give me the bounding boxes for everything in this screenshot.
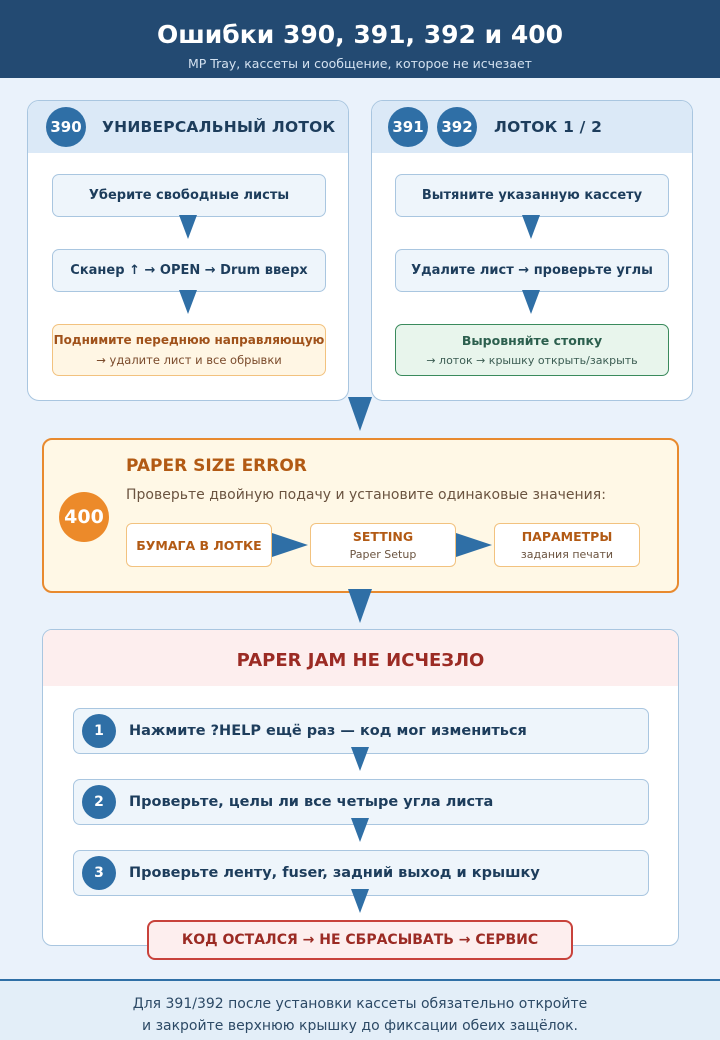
panel-header-391-392: 391 392 ЛОТОК 1 / 2 <box>372 101 692 153</box>
error-400-description: Проверьте двойную подачу и установите од… <box>126 487 606 503</box>
arrow-right-icon <box>456 533 492 557</box>
panel-paper-jam: PAPER JAM НЕ ИСЧЕЗЛО 1 Нажмите ?HELP ещё… <box>42 629 679 946</box>
step-number-2: 2 <box>82 785 116 819</box>
step-remove-sheet-check-corners: Удалите лист → проверьте углы <box>395 249 669 292</box>
arrow-down-icon <box>351 747 369 771</box>
paper-jam-header: PAPER JAM НЕ ИСЧЕЗЛО <box>43 630 678 686</box>
panel-error-400: 400 PAPER SIZE ERROR Проверьте двойную п… <box>42 438 679 593</box>
step-scanner-open-drum: Сканер ↑ → OPEN → Drum вверх <box>52 249 326 292</box>
paper-jam-title: PAPER JAM НЕ ИСЧЕЗЛО <box>236 650 485 671</box>
jam-step-2-text: Проверьте, целы ли все четыре угла листа <box>129 794 494 810</box>
badge-390: 390 <box>46 107 86 147</box>
jam-step-3: 3 Проверьте ленту, fuser, задний выход и… <box>73 850 649 896</box>
step-remove-loose-sheets: Уберите свободные листы <box>52 174 326 217</box>
footer-line-1: Для 391/392 после установки кассеты обяз… <box>132 996 588 1012</box>
arrow-down-icon <box>351 889 369 913</box>
panel-title-trays: ЛОТОК 1 / 2 <box>494 118 603 136</box>
panel-header-390: 390 УНИВЕРСАЛЬНЫЙ ЛОТОК <box>28 101 348 153</box>
panel-title-mp-tray: УНИВЕРСАЛЬНЫЙ ЛОТОК <box>102 118 336 136</box>
jam-step-1-text: Нажмите ?HELP ещё раз — код мог изменить… <box>129 723 527 739</box>
arrow-down-icon <box>179 215 197 239</box>
arrow-down-icon <box>522 290 540 314</box>
step-lift-front-guide: Поднимите переднюю направляющую → удалит… <box>52 324 326 376</box>
page-title: Ошибки 390, 391, 392 и 400 <box>156 20 564 49</box>
badge-400: 400 <box>59 492 109 542</box>
badge-392: 392 <box>437 107 477 147</box>
step-number-1: 1 <box>82 714 116 748</box>
arrow-down-icon <box>179 290 197 314</box>
error-400-title: PAPER SIZE ERROR <box>126 456 307 476</box>
page-header: Ошибки 390, 391, 392 и 400 MP Tray, касс… <box>0 0 720 78</box>
panel-error-390: 390 УНИВЕРСАЛЬНЫЙ ЛОТОК Уберите свободны… <box>27 100 349 401</box>
box-print-job-params: ПАРАМЕТРЫ задания печати <box>494 523 640 567</box>
jam-step-2: 2 Проверьте, целы ли все четыре угла лис… <box>73 779 649 825</box>
step-pull-cassette: Вытяните указанную кассету <box>395 174 669 217</box>
step-number-3: 3 <box>82 856 116 890</box>
box-paper-in-tray: БУМАГА В ЛОТКЕ <box>126 523 272 567</box>
jam-step-3-text: Проверьте ленту, fuser, задний выход и к… <box>129 865 540 881</box>
panel-error-391-392: 391 392 ЛОТОК 1 / 2 Вытяните указанную к… <box>371 100 693 401</box>
arrow-down-icon <box>348 589 372 623</box>
footer-line-2: и закройте верхнюю крышку до фиксации об… <box>142 1018 578 1034</box>
footer-note: Для 391/392 после установки кассеты обяз… <box>0 979 720 1040</box>
box-setting-paper-setup: SETTING Paper Setup <box>310 523 456 567</box>
badge-391: 391 <box>388 107 428 147</box>
arrow-right-icon <box>272 533 308 557</box>
step-align-stack: Выровняйте стопку → лоток → крышку откры… <box>395 324 669 376</box>
arrow-down-icon <box>348 397 372 431</box>
arrow-down-icon <box>351 818 369 842</box>
page-subtitle: MP Tray, кассеты и сообщение, которое не… <box>188 56 532 71</box>
final-service-warning: КОД ОСТАЛСЯ → НЕ СБРАСЫВАТЬ → СЕРВИС <box>147 920 573 960</box>
arrow-down-icon <box>522 215 540 239</box>
